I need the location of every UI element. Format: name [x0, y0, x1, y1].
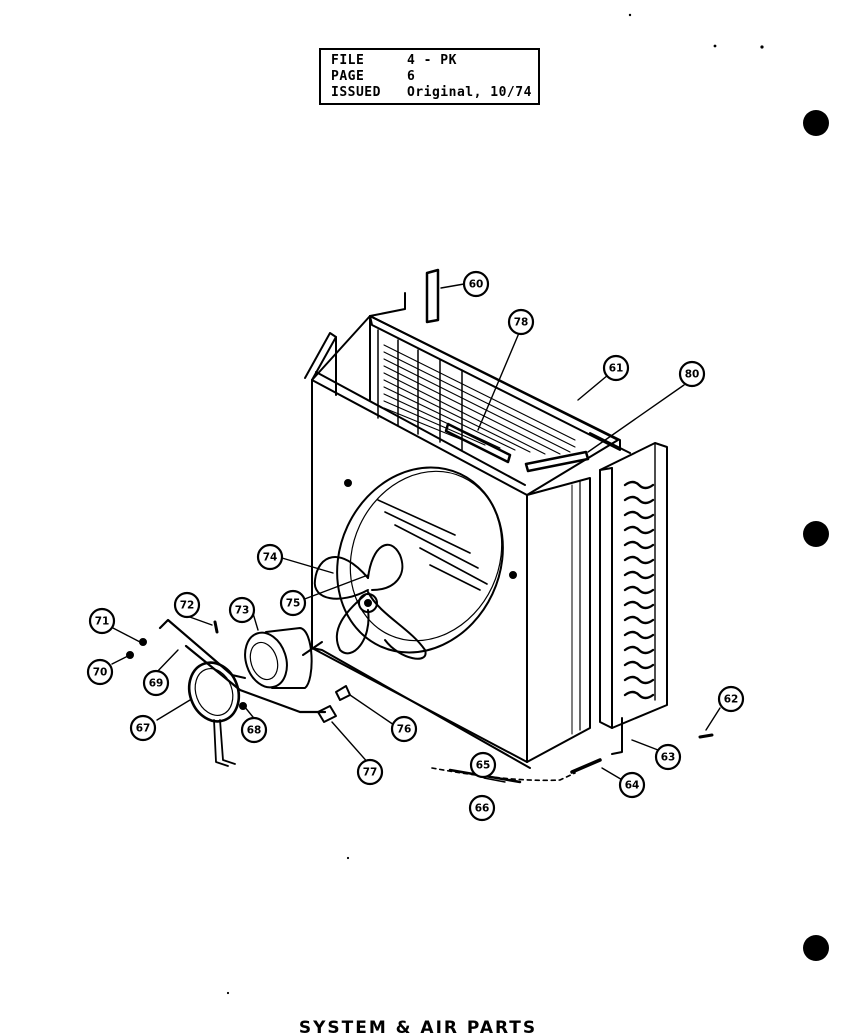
callout-label: 77 [363, 767, 378, 779]
file-row: FILE 4 - PK [331, 54, 457, 68]
callout-circle [142, 669, 170, 697]
callout-74: 74 [256, 543, 284, 571]
motor-mount-ring [187, 661, 246, 767]
callout-64: 64 [618, 771, 646, 799]
mounting-rods [158, 618, 327, 714]
callout-circle [717, 685, 745, 713]
file-info-box: FILE 4 - PK PAGE 6 ISSUED Original, 10/74 [319, 48, 540, 105]
callout-62: 62 [717, 685, 745, 713]
callout-circle [469, 751, 497, 779]
side-panel [526, 477, 591, 763]
issued-label: ISSUED [331, 85, 381, 100]
speck-marks [226, 13, 764, 995]
mounting-holes [344, 479, 517, 579]
callout-71: 71 [88, 607, 116, 635]
callout-70: 70 [86, 658, 114, 686]
callout-label: 75 [286, 598, 301, 610]
callout-label: 71 [95, 616, 110, 628]
callout-label: 69 [149, 678, 164, 690]
callout-bubbles: 60 61 62 63 64 65 66 67 68 69 70 71 72 73 74 75 76 77 78 80 [86, 270, 745, 822]
callout-label: 61 [609, 363, 624, 375]
page-footer-title: SYSTEM & AIR PARTS [298, 1018, 538, 1034]
callout-label: 78 [514, 317, 529, 329]
callout-68: 68 [240, 716, 268, 744]
file-value: 4 - PK [407, 53, 457, 68]
callout-label: 67 [136, 723, 151, 735]
callout-77: 77 [356, 758, 384, 786]
issued-value: Original, 10/74 [407, 85, 532, 100]
callout-label: 80 [685, 369, 700, 381]
callout-label: 76 [397, 724, 412, 736]
callout-label: 62 [724, 694, 739, 706]
callout-65: 65 [469, 751, 497, 779]
callout-label: 74 [263, 552, 278, 564]
callout-circle [256, 543, 284, 571]
callout-72: 72 [173, 591, 201, 619]
callout-67: 67 [129, 714, 157, 742]
callout-75: 75 [279, 589, 307, 617]
binder-hole-bottom [803, 935, 829, 961]
callout-circle [356, 758, 384, 786]
callout-circle [173, 591, 201, 619]
callout-label: 73 [235, 605, 250, 617]
callout-circle [240, 716, 268, 744]
callout-78: 78 [507, 308, 535, 336]
callout-circle [678, 360, 706, 388]
callout-circle [618, 771, 646, 799]
callout-76: 76 [390, 715, 418, 743]
callout-circle [228, 596, 256, 624]
sealing-strip-79 [444, 422, 512, 464]
top-coil-section [369, 315, 621, 451]
callout-label: 60 [469, 279, 484, 291]
page-row: PAGE 6 [331, 70, 415, 84]
callout-66: 66 [468, 794, 496, 822]
bracket-60 [425, 268, 440, 324]
page-label: PAGE [331, 69, 365, 84]
callout-label: 70 [93, 667, 108, 679]
callout-label: 64 [625, 780, 640, 792]
refrigerant-tubing [431, 767, 576, 784]
condenser-coil [599, 442, 668, 729]
callout-label: 66 [475, 803, 490, 815]
fan-motor [244, 627, 323, 689]
callout-circle [86, 658, 114, 686]
top-coil-fins [383, 344, 576, 455]
callout-circle [602, 354, 630, 382]
hardware-pieces [126, 620, 714, 774]
binder-hole-middle [803, 521, 829, 547]
leader-lines [111, 283, 721, 783]
callout-circle [507, 308, 535, 336]
callout-63: 63 [654, 743, 682, 771]
callout-circle [462, 270, 490, 298]
callout-circle [468, 794, 496, 822]
coil-outlet-pipe [611, 717, 623, 755]
callout-60: 60 [462, 270, 490, 298]
callout-circle [279, 589, 307, 617]
callout-80: 80 [678, 360, 706, 388]
binder-hole-top [803, 110, 829, 136]
fan-blade [313, 543, 427, 660]
fan-opening [336, 466, 504, 654]
callout-label: 65 [476, 760, 491, 772]
callout-label: 68 [247, 725, 262, 737]
callout-label: 72 [180, 600, 195, 612]
top-rail [589, 432, 631, 454]
callout-circle [390, 715, 418, 743]
callout-69: 69 [142, 669, 170, 697]
sealing-strip-80 [524, 450, 590, 473]
callout-73: 73 [228, 596, 256, 624]
callout-circle [129, 714, 157, 742]
issued-row: ISSUED Original, 10/74 [331, 86, 532, 100]
callout-61: 61 [602, 354, 630, 382]
page-value: 6 [407, 69, 416, 84]
callout-circle [654, 743, 682, 771]
callout-circle [88, 607, 116, 635]
callout-label: 63 [661, 752, 676, 764]
coil-tube-bends [623, 480, 655, 700]
file-label: FILE [331, 53, 365, 68]
